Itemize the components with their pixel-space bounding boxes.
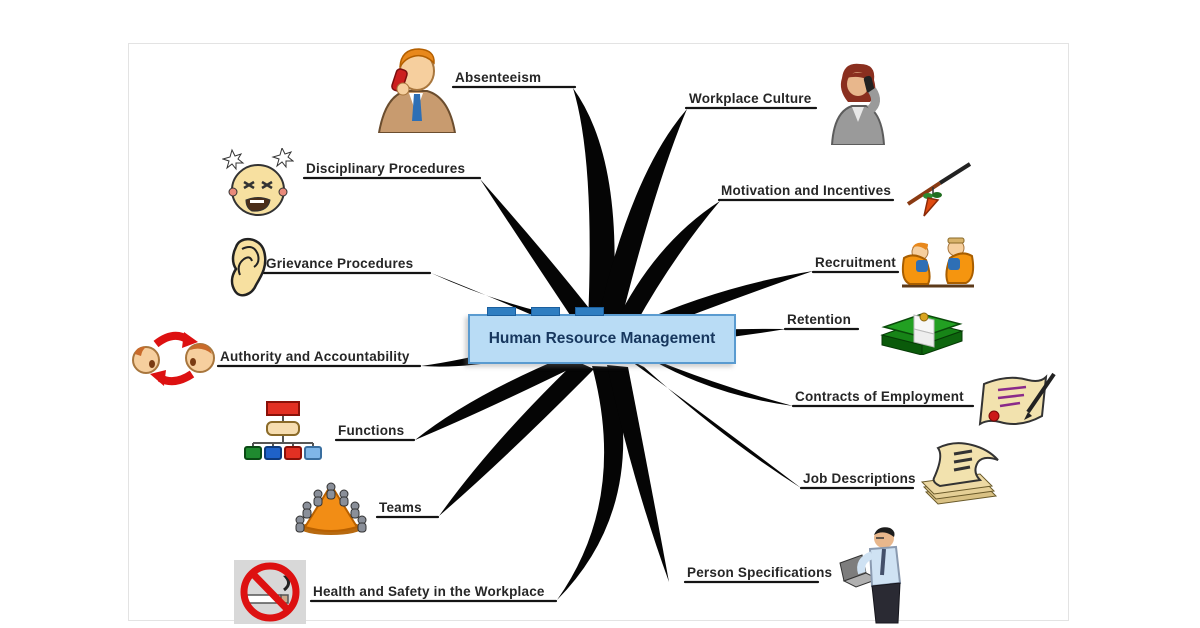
interview-icon — [901, 237, 975, 288]
topic-health-safety[interactable]: Health and Safety in the Workplace — [313, 584, 545, 599]
money-stack-icon — [880, 312, 964, 355]
arguing-people-icon — [132, 331, 215, 386]
selection-dash — [575, 307, 604, 316]
signed-document-icon — [978, 372, 1056, 426]
ear-icon — [230, 238, 267, 297]
topic-functions[interactable]: Functions — [338, 423, 405, 438]
team-meeting-icon — [295, 482, 367, 535]
topic-teams[interactable]: Teams — [379, 500, 422, 515]
carrot-on-stick-icon — [906, 162, 972, 217]
angry-face-icon — [222, 148, 294, 216]
topic-recruitment[interactable]: Recruitment — [815, 255, 896, 270]
topic-absenteeism[interactable]: Absenteeism — [455, 70, 542, 85]
selection-dash — [531, 307, 560, 316]
paper-stack-icon — [920, 442, 999, 505]
topic-person-specifications[interactable]: Person Specifications — [687, 565, 833, 580]
central-topic-node[interactable]: Human Resource Management — [468, 314, 736, 364]
topic-disciplinary-procedures[interactable]: Disciplinary Procedures — [306, 161, 466, 176]
topic-contracts-of-employment[interactable]: Contracts of Employment — [795, 389, 964, 404]
man-with-laptop-icon — [839, 527, 902, 624]
topic-grievance-procedures[interactable]: Grievance Procedures — [266, 256, 414, 271]
topic-job-descriptions[interactable]: Job Descriptions — [803, 471, 916, 486]
selection-dash — [487, 307, 516, 316]
woman-on-phone-icon — [830, 63, 886, 145]
selection-dashes — [487, 307, 604, 316]
topic-authority-accountability[interactable]: Authority and Accountability — [220, 349, 410, 364]
man-on-phone-icon — [377, 48, 457, 133]
topic-workplace-culture[interactable]: Workplace Culture — [689, 91, 812, 106]
topic-retention[interactable]: Retention — [787, 312, 852, 327]
topic-motivation-incentives[interactable]: Motivation and Incentives — [721, 183, 892, 198]
central-topic-label: Human Resource Management — [488, 330, 716, 347]
org-chart-icon — [244, 401, 322, 460]
no-smoking-icon — [234, 560, 306, 624]
